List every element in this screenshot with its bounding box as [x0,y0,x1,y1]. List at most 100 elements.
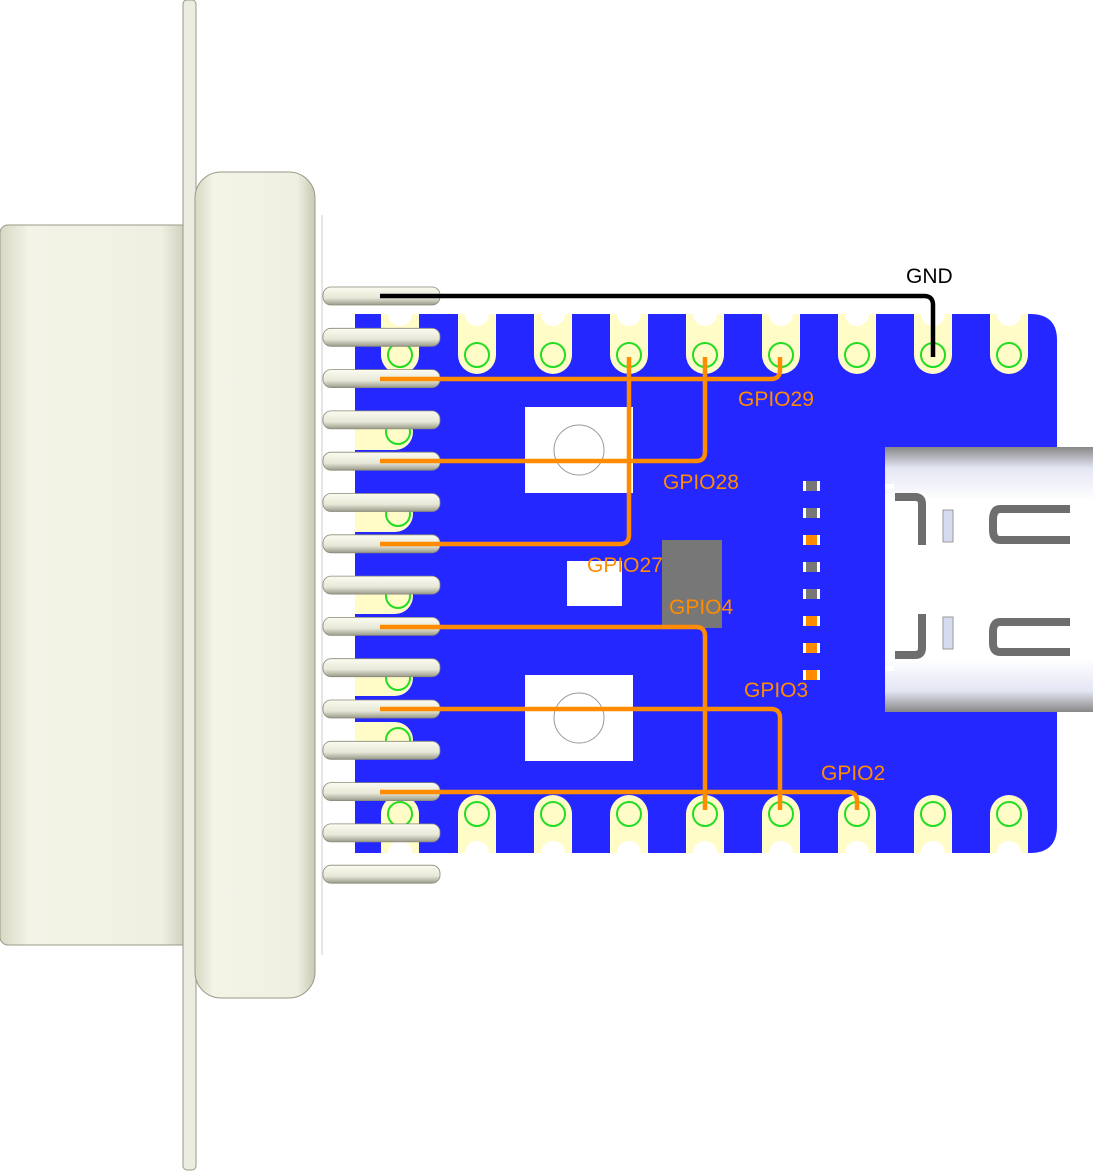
gpio27-label: GPIO27 [587,554,663,577]
usb-c-connector [885,447,1093,712]
connector-pin [322,575,441,595]
pad-hole [920,801,946,827]
small-component [567,561,622,606]
usb-contact [942,616,954,650]
usb-pin [885,549,894,554]
smd-component [806,535,817,545]
usb-pin [885,601,894,606]
button-top [525,407,633,493]
pad-notch [388,314,412,326]
castellated-pad-bottom [914,795,952,853]
pad-notch [921,841,945,853]
button-bottom-circle [553,692,605,744]
mcu-chip [662,540,722,628]
pad-notch [617,314,641,326]
castellated-pad-bottom [458,795,496,853]
usb-pin [885,562,894,567]
pad-notch [465,841,489,853]
smd-component [806,508,817,518]
usb-pin [885,588,894,593]
usb-pin [885,666,894,671]
gpio3-trace [380,706,783,810]
gpio2-label: GPIO2 [821,762,885,785]
pad-hole [540,801,566,827]
connector-pin [322,864,441,884]
pad-notch [845,314,869,326]
gnd-label: GND [906,265,953,288]
pad-hole [844,342,870,368]
pad-hole [996,801,1022,827]
pad-hole [996,342,1022,368]
gpio29-trace [380,357,783,382]
castellated-pad-bottom [990,795,1028,853]
smd-component [806,670,817,680]
smd-component [806,481,817,491]
pcb-board [355,314,1093,853]
usb-spring-top [989,505,1070,544]
pad-notch [465,314,489,326]
pad-hole [464,801,490,827]
gnd-wire [380,293,936,357]
usb-pin [885,614,894,619]
connector-pin [322,658,441,678]
usb-pin [885,627,894,632]
castellated-pad-bottom [762,795,800,853]
usb-spring-bottom [989,618,1070,656]
gpio4-trace [380,624,708,810]
connector-pin [322,740,441,760]
gpio3-label: GPIO3 [744,679,808,702]
connector-pin [322,327,441,347]
castellated-pad-bottom [610,795,648,853]
usb-pin [885,653,894,658]
castellated-pad-bottom [534,795,572,853]
button-top-circle [553,424,605,476]
db25-connector [0,0,323,1171]
usb-pin [885,536,894,541]
wires [380,293,936,810]
usb-clip-bottom [895,614,926,659]
gpio29-label: GPIO29 [738,388,814,411]
pad-notch [997,314,1021,326]
smd-components [803,481,820,680]
usb-c-housing [885,447,1093,712]
pad-hole [464,342,490,368]
gpio2-trace [380,789,860,810]
connector-shell [0,224,191,946]
pad-notch [541,314,565,326]
smd-component [806,643,817,653]
connector-body [194,171,316,999]
pad-hole [540,342,566,368]
gpio28-trace [380,357,708,464]
connector-pin [322,493,441,512]
usb-contact [942,509,954,543]
connector-pin [322,410,441,430]
connector-flange [182,0,197,1171]
usb-pin [885,640,894,645]
usb-pin [885,510,894,515]
gpio4-label: GPIO4 [669,596,734,619]
button-bottom [525,675,633,761]
pad-notch [388,841,412,853]
pad-notch [845,841,869,853]
castellated-pad-bottom [686,795,724,853]
pad-notch [769,314,793,326]
smd-component [806,589,817,599]
pad-notch [997,841,1021,853]
connector-pin [322,823,441,843]
pad-notch [541,841,565,853]
smd-component [806,616,817,626]
usb-pin [885,523,894,528]
usb-clip-top [895,493,926,545]
castellated-pad-bottom [838,795,876,853]
usb-pin [885,575,894,580]
pad-notch [617,841,641,853]
usb-pin [885,484,894,489]
pad-hole [616,801,642,827]
pad-notch [693,314,717,326]
pad-notch [769,841,793,853]
usb-pin [885,497,894,502]
gpio27-trace [380,357,632,547]
pad-notch [693,841,717,853]
gpio28-label: GPIO28 [663,471,739,494]
